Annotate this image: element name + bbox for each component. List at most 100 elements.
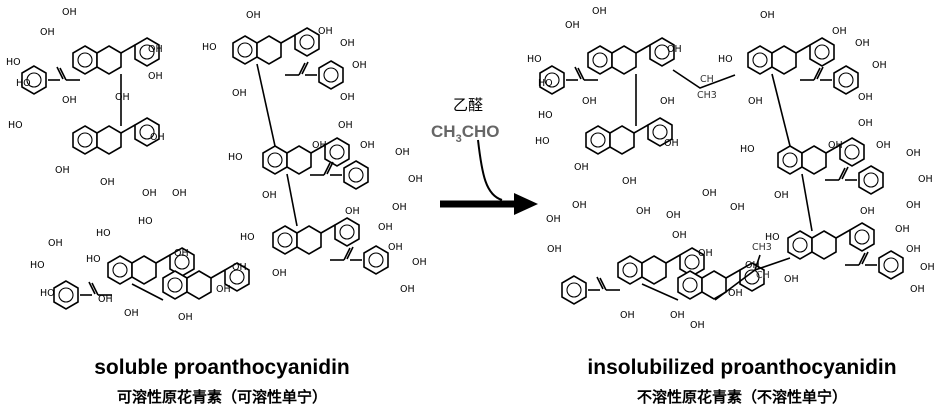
insoluble-structure: CH3 CH CH3 CH OH OH OH HO HO OH OH HO HO…	[527, 6, 935, 331]
hydroxyl-label: OH	[115, 92, 130, 103]
hydroxyl-label: OH	[546, 214, 561, 225]
hydroxyl-label: OH	[48, 238, 63, 249]
ch3-label: CH3	[752, 242, 772, 253]
hydroxyl-label: OH	[910, 284, 925, 295]
hydroxyl-label: OH	[748, 96, 763, 107]
hydroxyl-label: OH	[150, 132, 165, 143]
hydroxyl-label: OH	[860, 206, 875, 217]
hydroxyl-label: HO	[765, 232, 780, 243]
hydroxyl-label: OH	[858, 92, 873, 103]
hydroxyl-label: OH	[318, 26, 333, 37]
hydroxyl-label: OH	[272, 268, 287, 279]
right-caption-chinese: 不溶性原花青素（不溶性单宁）	[637, 388, 847, 406]
hydroxyl-label: OH	[622, 176, 637, 187]
hydroxyl-label: OH	[178, 312, 193, 323]
hydroxyl-label: HO	[8, 120, 23, 131]
hydroxyl-label: OH	[774, 190, 789, 201]
hydroxyl-label: OH	[62, 7, 77, 18]
hydroxyl-label: OH	[142, 188, 157, 199]
hydroxyl-label: OH	[216, 284, 231, 295]
reagent-chinese: 乙醛	[453, 96, 483, 114]
hydroxyl-label: OH	[340, 92, 355, 103]
hydroxyl-label: HO	[538, 78, 553, 89]
hydroxyl-label: OH	[148, 44, 163, 55]
hydroxyl-label: HO	[96, 228, 111, 239]
hydroxyl-label: OH	[345, 206, 360, 217]
hydroxyl-label: HO	[740, 144, 755, 155]
hydroxyl-label: HO	[228, 152, 243, 163]
hydroxyl-label: OH	[855, 38, 870, 49]
hydroxyl-label: OH	[572, 200, 587, 211]
hydroxyl-label: OH	[920, 262, 935, 273]
hydroxyl-label: OH	[828, 140, 843, 151]
hydroxyl-label: OH	[895, 224, 910, 235]
ch3-label: CH3	[697, 90, 717, 101]
hydroxyl-label: OH	[352, 60, 367, 71]
hydroxyl-label: OH	[98, 294, 113, 305]
hydroxyl-label: OH	[412, 257, 427, 268]
hydroxyl-label: OH	[672, 230, 687, 241]
hydroxyl-label: HO	[138, 216, 153, 227]
hydroxyl-label: OH	[664, 138, 679, 149]
hydroxyl-label: HO	[535, 136, 550, 147]
ch-label: CH	[700, 74, 714, 85]
hydroxyl-label: OH	[395, 147, 410, 158]
hydroxyl-label: OH	[666, 210, 681, 221]
hydroxyl-label: HO	[6, 57, 21, 68]
hydroxyl-label: OH	[360, 140, 375, 151]
left-caption-english: soluble proanthocyanidin	[94, 356, 350, 379]
hydroxyl-label: HO	[30, 260, 45, 271]
hydroxyl-label: OH	[378, 222, 393, 233]
hydroxyl-label: OH	[918, 174, 933, 185]
hydroxyl-label: OH	[592, 6, 607, 17]
hydroxyl-label: HO	[527, 54, 542, 65]
hydroxyl-label: OH	[784, 274, 799, 285]
hydroxyl-label: OH	[906, 148, 921, 159]
hydroxyl-label: OH	[620, 310, 635, 321]
hydroxyl-label: OH	[547, 244, 562, 255]
hydroxyl-label: OH	[388, 242, 403, 253]
soluble-structure-c: OH OH HO HO OH OH HO OH HO OH HO OH OH O…	[30, 188, 250, 323]
left-caption-chinese: 可溶性原花青素（可溶性单宁）	[117, 388, 327, 406]
hydroxyl-label: OH	[232, 262, 247, 273]
hydroxyl-label: OH	[745, 260, 760, 271]
hydroxyl-label: OH	[667, 44, 682, 55]
soluble-structure-a: OH OH OH HO HO OH OH OH HO OH OH OH	[6, 7, 165, 188]
hydroxyl-label: HO	[718, 54, 733, 65]
hydroxyl-label: OH	[312, 140, 327, 151]
hydroxyl-label: HO	[40, 288, 55, 299]
hydroxyl-label: OH	[760, 10, 775, 21]
hydroxyl-label: OH	[832, 26, 847, 37]
hydroxyl-label: OH	[876, 140, 891, 151]
hydroxyl-label: OH	[100, 177, 115, 188]
hydroxyl-label: OH	[338, 120, 353, 131]
hydroxyl-label: OH	[906, 244, 921, 255]
hydroxyl-label: OH	[124, 308, 139, 319]
hydroxyl-label: OH	[660, 96, 675, 107]
soluble-structures: OH OH OH HO HO OH OH OH HO OH OH OH OH O…	[6, 7, 427, 323]
hydroxyl-label: OH	[246, 10, 261, 21]
hydroxyl-label: OH	[408, 174, 423, 185]
hydroxyl-label: OH	[62, 95, 77, 106]
hydroxyl-label: OH	[698, 248, 713, 259]
hydroxyl-label: OH	[174, 248, 189, 259]
hydroxyl-label: HO	[16, 78, 31, 89]
hydroxyl-label: OH	[565, 20, 580, 31]
hydroxyl-label: OH	[702, 188, 717, 199]
hydroxyl-label: OH	[55, 165, 70, 176]
hydroxyl-label: HO	[202, 42, 217, 53]
hydroxyl-label: OH	[262, 190, 277, 201]
reagent-formula: CH3CHO	[431, 122, 499, 145]
hydroxyl-label: OH	[906, 200, 921, 211]
hydroxyl-label: OH	[636, 206, 651, 217]
hydroxyl-label: OH	[872, 60, 887, 71]
hydroxyl-label: OH	[392, 202, 407, 213]
hydroxyl-label: OH	[670, 310, 685, 321]
hydroxyl-label: OH	[690, 320, 705, 331]
hydroxyl-label: OH	[730, 202, 745, 213]
soluble-structure-b: OH OH HO OH OH OH OH OH OH OH HO OH OH O…	[202, 10, 427, 295]
hydroxyl-label: OH	[574, 162, 589, 173]
right-caption-english: insolubilized proanthocyanidin	[587, 356, 896, 379]
reaction-arrow	[440, 139, 538, 215]
